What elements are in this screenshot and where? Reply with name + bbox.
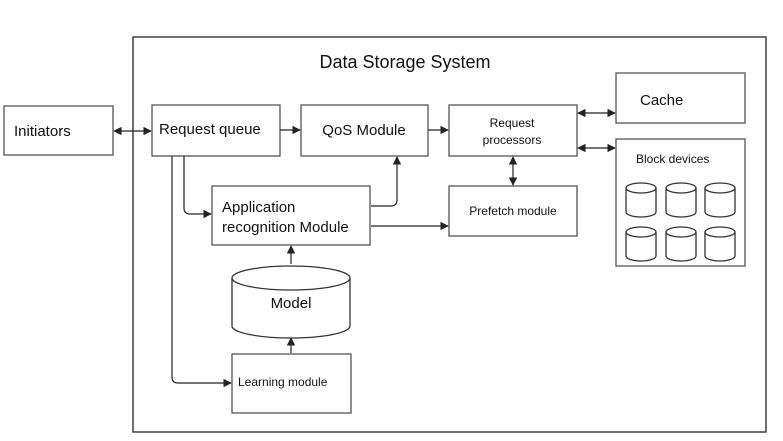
prefetch-module-label: Prefetch module: [469, 204, 557, 218]
initiators-node: Initiators: [3, 105, 114, 156]
disk-icon: [665, 182, 697, 218]
disk-icon: [665, 226, 697, 262]
edge-apprecognition-qos: [371, 156, 402, 207]
system-boundary: [132, 36, 767, 433]
edge-requestqueue-learning: [171, 156, 232, 388]
disk-group: [625, 182, 736, 262]
model-label: Model: [271, 295, 312, 312]
edge-requestqueue-apprecognition: [183, 156, 212, 219]
learning-module-label: Learning module: [238, 375, 328, 389]
initiators-label: Initiators: [14, 123, 71, 140]
request-queue-label: Request queue: [159, 121, 261, 138]
model-cylinder-top: [231, 265, 351, 291]
request-processors-node: Request processors: [448, 104, 578, 157]
learning-module-node: Learning module: [231, 353, 352, 414]
request-queue-node: Request queue: [151, 104, 281, 157]
app-recognition-node: Application recognition Module: [211, 185, 371, 246]
cache-node: Cache: [615, 72, 746, 124]
qos-module-node: QoS Module: [300, 104, 429, 157]
disk-icon: [704, 226, 736, 262]
request-processors-line2: processors: [483, 133, 542, 147]
prefetch-module-node: Prefetch module: [448, 185, 578, 237]
request-processors-line1: Request: [490, 116, 535, 130]
block-devices-node: Block devices: [615, 138, 746, 267]
qos-module-label: QoS Module: [322, 122, 405, 139]
model-node: Model: [231, 265, 351, 339]
disk-icon: [704, 182, 736, 218]
block-devices-label: Block devices: [636, 152, 709, 166]
system-title: Data Storage System: [319, 52, 490, 72]
disk-icon: [625, 226, 657, 262]
app-recognition-line2: recognition Module: [222, 219, 349, 236]
disk-icon: [625, 182, 657, 218]
app-recognition-line1: Application: [222, 199, 295, 216]
cache-label: Cache: [640, 92, 683, 109]
